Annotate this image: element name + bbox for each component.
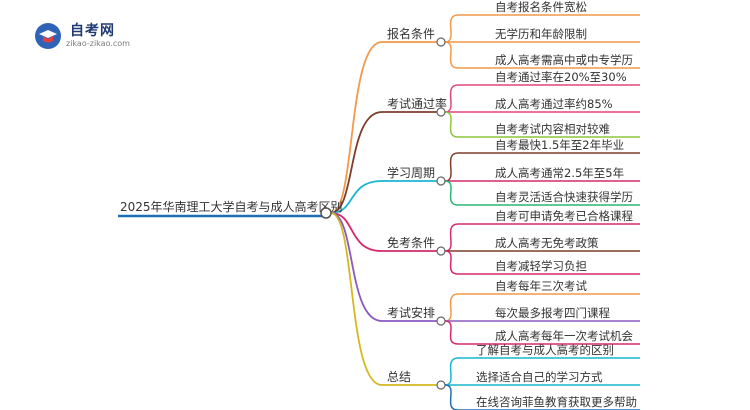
branch-connector	[330, 180, 383, 214]
branch-connector	[330, 212, 383, 252]
leaf-label: 自考通过率在20%至30%	[495, 70, 627, 84]
leaf-connector	[444, 250, 459, 275]
site-logo[interactable]: 自考网 zikao-zikao.com	[34, 18, 144, 54]
branch-connector	[330, 41, 383, 214]
leaf-label: 选择适合自己的学习方式	[476, 370, 603, 384]
leaf-label: 自考每年三次考试	[495, 279, 587, 293]
branch-node	[436, 37, 446, 47]
branch-label: 报名条件	[387, 26, 435, 41]
leaf-label: 自考减轻学习负担	[495, 259, 587, 273]
branch-node	[436, 316, 446, 326]
branch-label: 总结	[387, 370, 411, 384]
branch-label: 考试安排	[387, 305, 435, 320]
leaf-label: 自考可申请免考已合格课程	[495, 209, 633, 223]
leaf-connector	[444, 14, 459, 43]
mind-map-edges	[118, 14, 640, 410]
branch-node	[436, 246, 446, 256]
leaf-label: 成人高考通常2.5年至5年	[495, 166, 624, 180]
leaf-label: 成人高考每年一次考试机会	[495, 329, 633, 343]
graduation-cap-logo-icon	[35, 23, 61, 49]
leaf-connector	[444, 111, 459, 138]
leaf-connector	[444, 41, 459, 69]
branch-connector	[330, 212, 383, 386]
branch-label: 免考条件	[387, 235, 435, 250]
leaf-label: 无学历和年龄限制	[495, 27, 587, 41]
leaf-connector	[444, 384, 459, 410]
leaf-label: 自考最快1.5年至2年毕业	[495, 138, 624, 152]
root-label: 2025年华南理工大学自考与成人高考区别	[120, 199, 343, 214]
branch-node	[436, 380, 446, 390]
leaf-connector	[444, 293, 459, 322]
branch-node	[436, 176, 446, 186]
leaf-connector	[444, 320, 459, 345]
logo-url: zikao-zikao.com	[66, 39, 130, 48]
leaf-connector	[444, 223, 459, 252]
leaf-label: 每次最多报考四门课程	[495, 306, 610, 320]
leaf-label: 自考报名条件宽松	[495, 0, 587, 14]
leaf-label: 在线咨询菲鱼教育获取更多帮助	[476, 395, 637, 409]
leaf-label: 成人高考通过率约85%	[495, 97, 613, 111]
branch-node	[436, 107, 446, 117]
mind-map-nodes: 2025年华南理工大学自考与成人高考区别 报名条件 自考报名条件宽松无学历和年龄限制…	[120, 0, 637, 409]
branch-connector	[330, 212, 383, 322]
root-node	[320, 207, 332, 219]
leaf-label: 成人高考需高中或中专学历	[495, 53, 633, 67]
leaf-connector	[444, 180, 459, 206]
leaf-connector	[444, 152, 459, 182]
branch-connector	[330, 111, 383, 214]
branch-label: 考试通过率	[387, 96, 447, 111]
leaf-label: 成人高考无免考政策	[495, 236, 599, 250]
leaf-label: 自考考试内容相对较难	[495, 122, 610, 136]
leaf-label: 了解自考与成人高考的区别	[476, 343, 614, 357]
logo-name: 自考网	[70, 23, 115, 39]
branch-label: 学习周期	[387, 165, 435, 180]
leaf-connector	[444, 357, 459, 386]
leaf-label: 自考灵活适合快速获得学历	[495, 190, 633, 204]
leaf-connector	[444, 84, 459, 113]
